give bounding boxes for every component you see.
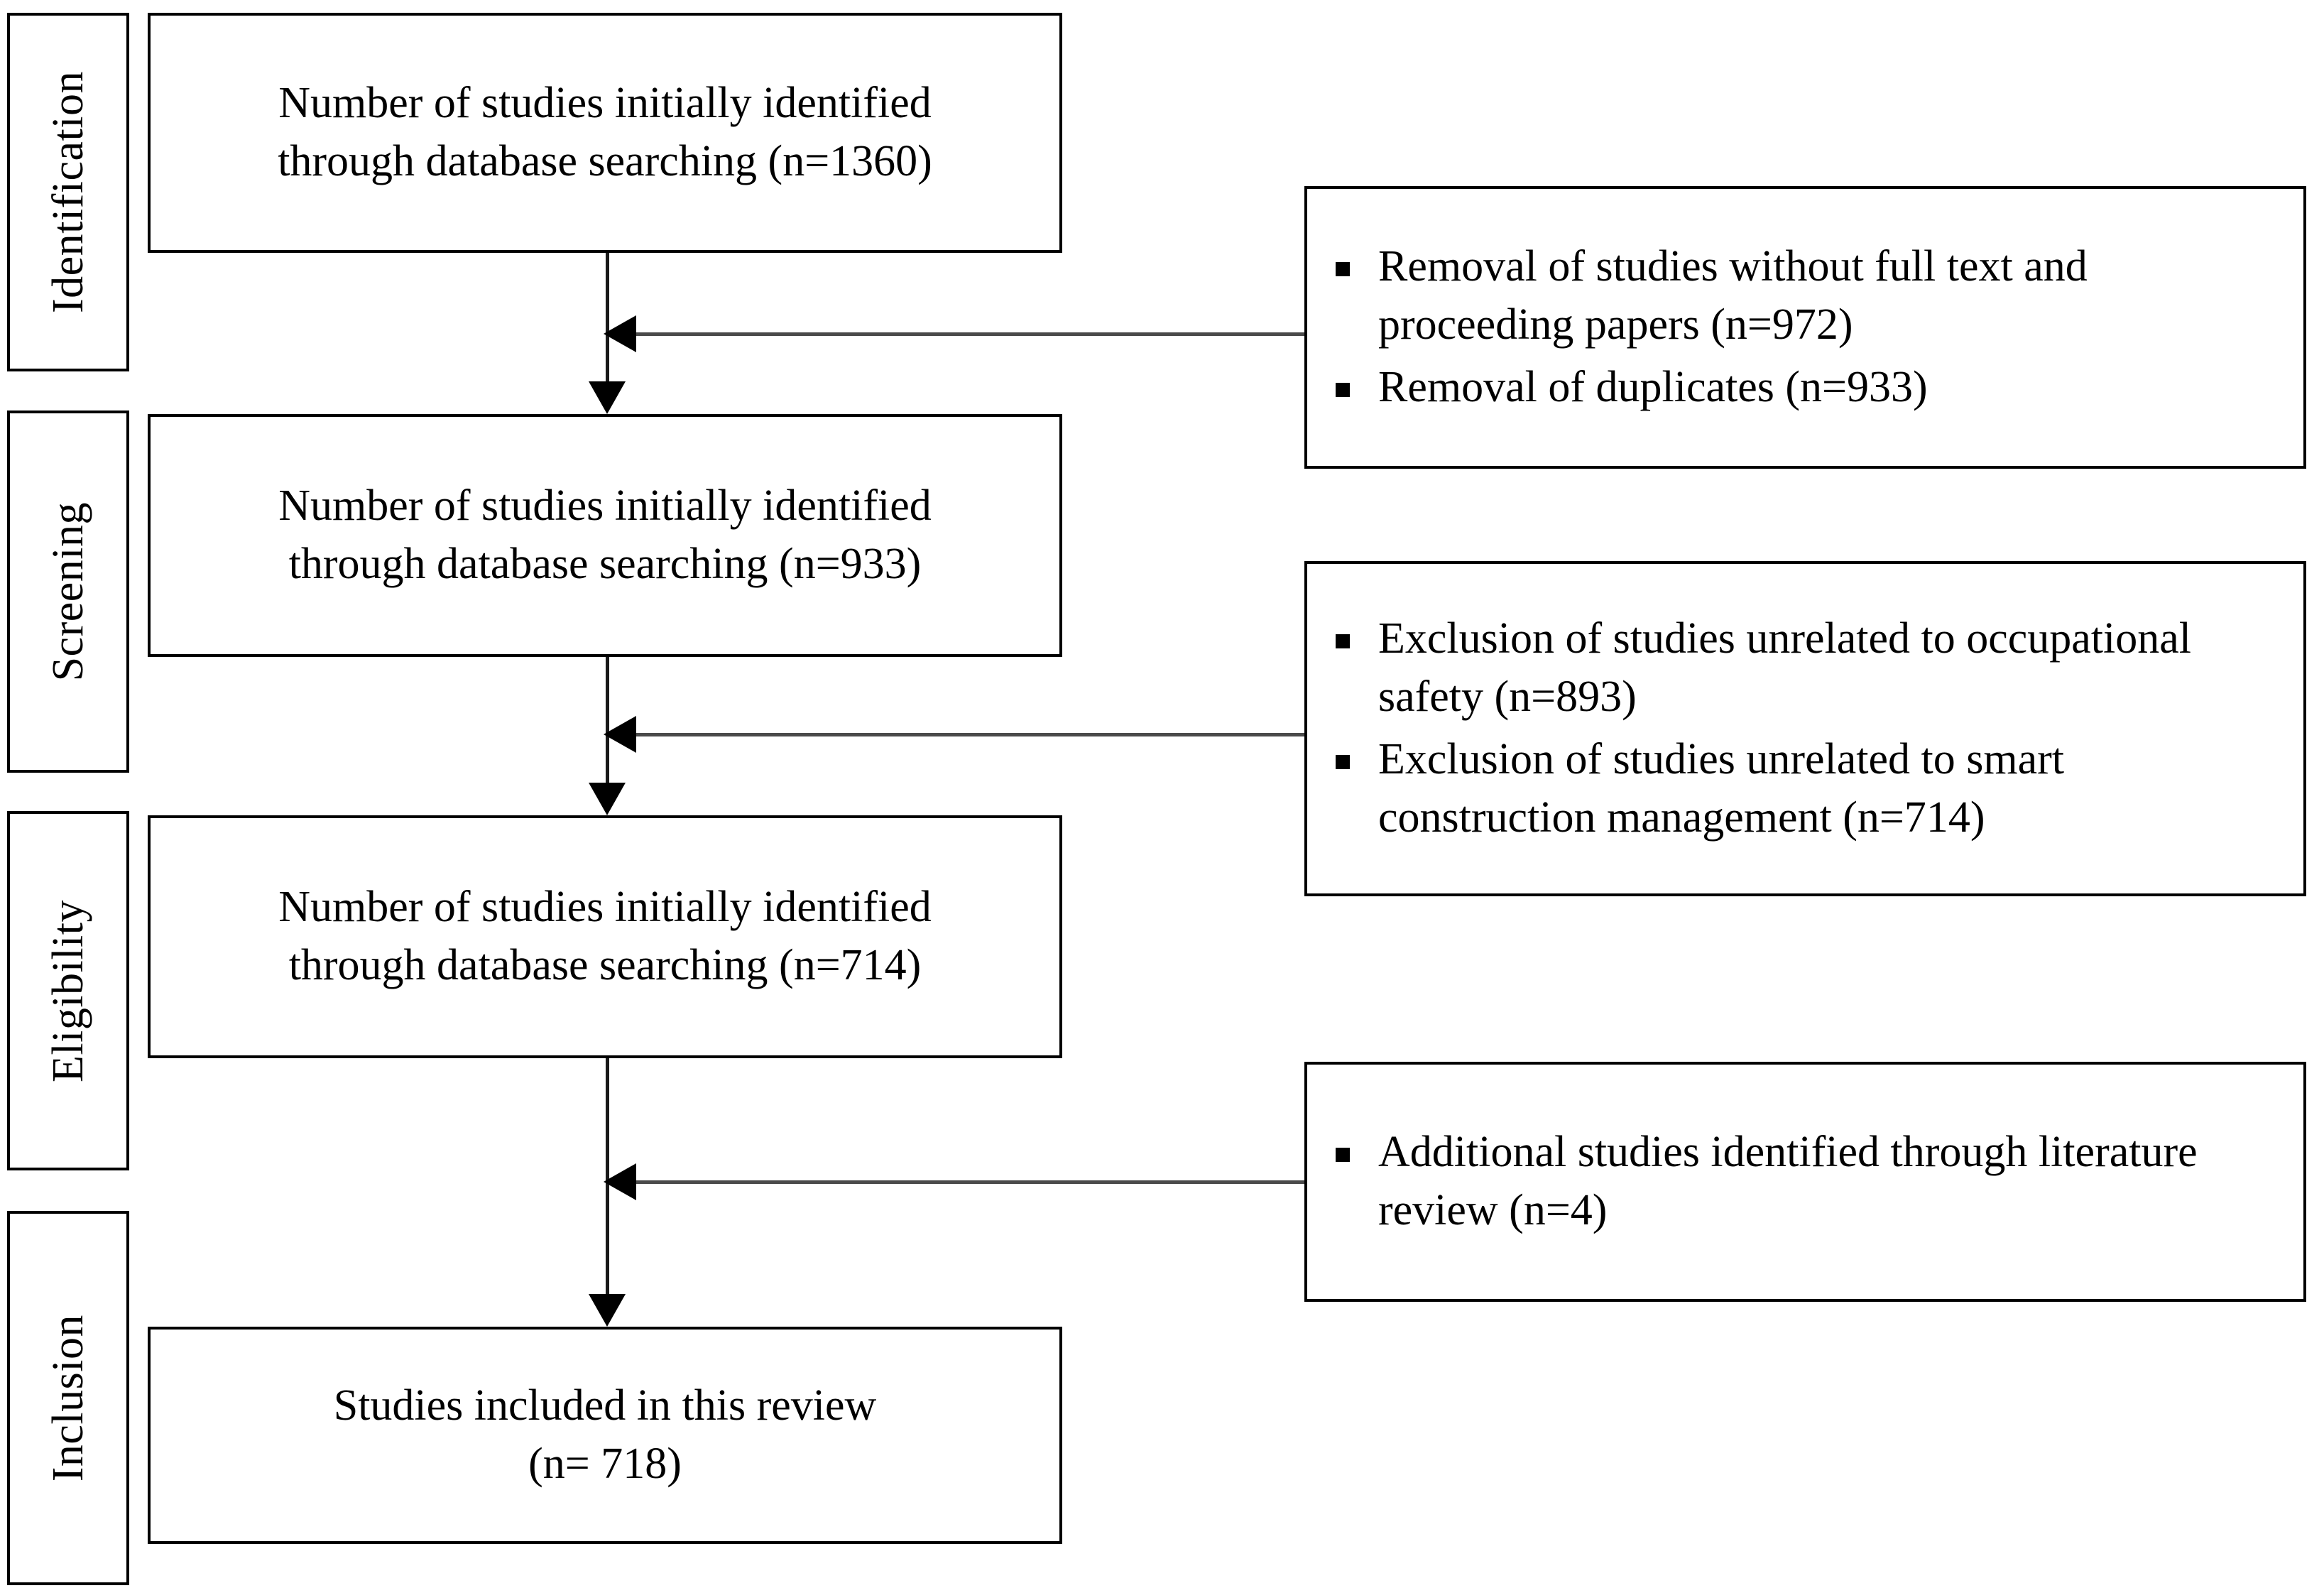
stage-label-screening-text: Screening <box>44 501 92 682</box>
arrowhead-down-to-eligibility <box>589 783 626 815</box>
exclusion-list: Exclusion of studies unrelated to occupa… <box>1326 610 2285 847</box>
flow-box-identified-records: Number of studies initially identified t… <box>148 13 1062 253</box>
stage-label-inclusion-text: Inclusion <box>44 1314 92 1482</box>
removal-item-2-text: Removal of duplicates (n=933) <box>1378 362 1928 411</box>
flow-box-included-records-text: Studies included in this review (n= 718) <box>178 1377 1032 1494</box>
removal-item-1-text: Removal of studies without full text and… <box>1378 242 2088 349</box>
bullet-square-icon <box>1336 1148 1350 1163</box>
list-item: Exclusion of studies unrelated to smart … <box>1326 731 2285 847</box>
side-box-removal: Removal of studies without full text and… <box>1304 186 2306 469</box>
included-records-line1: Studies included in this review <box>333 1381 877 1430</box>
stage-label-inclusion: Inclusion <box>7 1211 129 1585</box>
additional-list: Additional studies identified through li… <box>1326 1124 2285 1240</box>
bullet-square-icon <box>1336 262 1350 277</box>
screened-records-line1: Number of studies initially identified <box>278 482 932 531</box>
flow-box-eligible-records: Number of studies initially identified t… <box>148 815 1062 1058</box>
flow-box-included-records: Studies included in this review (n= 718) <box>148 1327 1062 1544</box>
exclusion-item-2-text: Exclusion of studies unrelated to smart … <box>1378 735 2064 842</box>
additional-item-1-text: Additional studies identified through li… <box>1378 1128 2198 1234</box>
stage-label-identification-text: Identification <box>44 71 92 313</box>
included-records-line2: (n= 718) <box>528 1440 682 1488</box>
stage-label-eligibility-text: Eligibility <box>44 899 92 1082</box>
flow-box-screened-records: Number of studies initially identified t… <box>148 414 1062 657</box>
identified-records-line1: Number of studies initially identified <box>278 79 932 128</box>
flow-box-eligible-records-text: Number of studies initially identified t… <box>178 879 1032 995</box>
side-box-exclusion: Exclusion of studies unrelated to occupa… <box>1304 561 2306 896</box>
connector-exclusion-to-flow <box>636 733 1304 736</box>
exclusion-item-1-text: Exclusion of studies unrelated to occupa… <box>1378 614 2191 722</box>
list-item: Removal of duplicates (n=933) <box>1326 359 2285 417</box>
arrowhead-left-exclusion <box>604 716 636 753</box>
flow-box-screened-records-text: Number of studies initially identified t… <box>178 477 1032 594</box>
side-box-additional: Additional studies identified through li… <box>1304 1062 2306 1302</box>
list-item: Additional studies identified through li… <box>1326 1124 2285 1240</box>
arrowhead-left-removal <box>604 315 636 352</box>
flow-box-identified-records-text: Number of studies initially identified t… <box>178 75 1032 191</box>
arrowhead-down-to-inclusion <box>589 1294 626 1327</box>
connector-additional-to-flow <box>636 1180 1304 1184</box>
screened-records-line2: through database searching (n=933) <box>288 540 922 588</box>
eligible-records-line2: through database searching (n=714) <box>288 941 922 989</box>
bullet-square-icon <box>1336 634 1350 649</box>
stage-label-eligibility: Eligibility <box>7 811 129 1170</box>
removal-list: Removal of studies without full text and… <box>1326 238 2285 416</box>
stage-label-screening: Screening <box>7 411 129 773</box>
stage-label-identification: Identification <box>7 13 129 371</box>
list-item: Removal of studies without full text and… <box>1326 238 2285 354</box>
connector-removal-to-flow <box>636 332 1304 336</box>
bullet-square-icon <box>1336 755 1350 769</box>
arrowhead-down-to-screening <box>589 381 626 414</box>
eligible-records-line1: Number of studies initially identified <box>278 883 932 932</box>
list-item: Exclusion of studies unrelated to occupa… <box>1326 610 2285 727</box>
bullet-square-icon <box>1336 382 1350 397</box>
arrowhead-left-additional <box>604 1163 636 1200</box>
identified-records-line2: through database searching (n=1360) <box>278 137 932 185</box>
